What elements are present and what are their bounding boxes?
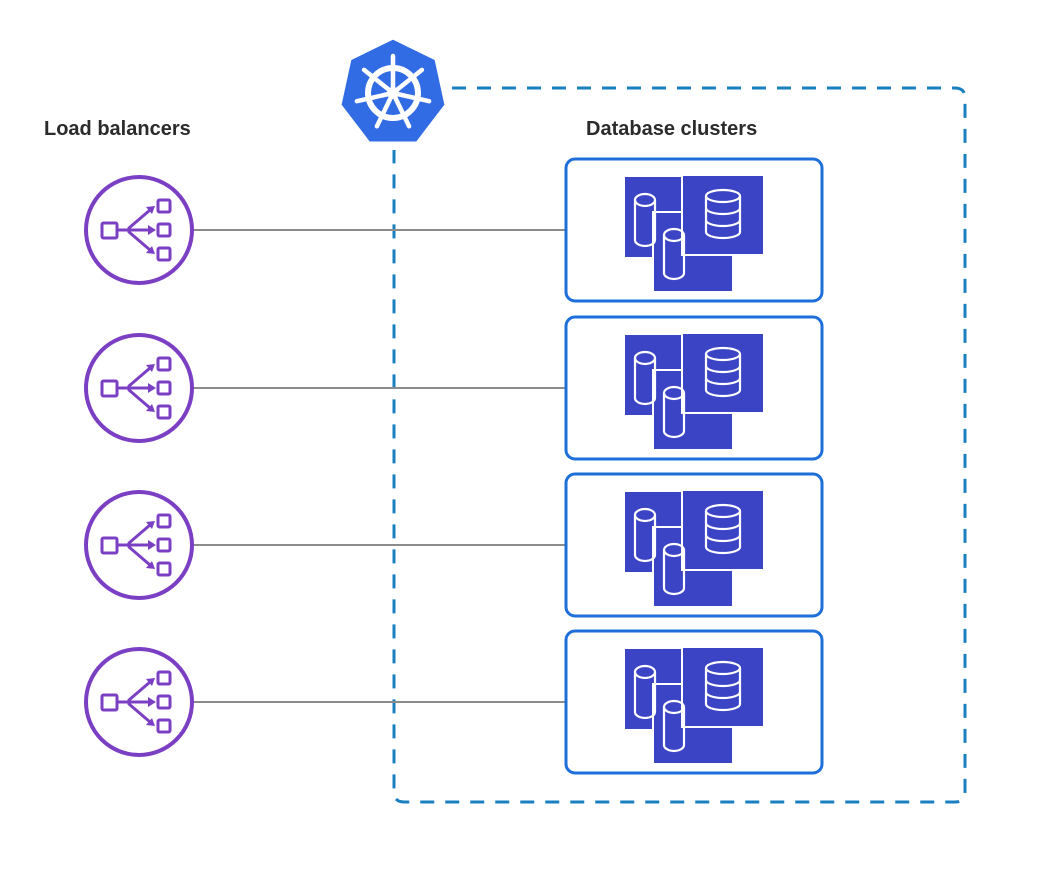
diagram-row	[84, 157, 824, 303]
load-balancer-icon	[84, 175, 194, 285]
load-balancer-icon	[84, 490, 194, 600]
diagram-row	[84, 315, 824, 461]
load-balancer-4[interactable]	[84, 647, 194, 757]
kubernetes-logo-icon	[338, 36, 448, 145]
diagram-row	[84, 629, 824, 775]
load-balancer-1[interactable]	[84, 175, 194, 285]
load-balancer-icon	[84, 333, 194, 443]
database-cluster-3[interactable]	[564, 472, 824, 618]
load-balancers-heading: Load balancers	[44, 118, 191, 140]
load-balancer-2[interactable]	[84, 333, 194, 443]
database-clusters-heading: Database clusters	[586, 118, 757, 140]
database-stack-icon	[623, 646, 765, 765]
database-stack-icon	[623, 489, 765, 608]
database-stack-icon	[623, 174, 765, 293]
diagram-row	[84, 472, 824, 618]
database-cluster-2[interactable]	[564, 315, 824, 461]
database-cluster-4[interactable]	[564, 629, 824, 775]
database-cluster-1[interactable]	[564, 157, 824, 303]
kubernetes-cluster-boundary	[392, 86, 967, 804]
database-stack-icon	[623, 332, 765, 451]
load-balancer-3[interactable]	[84, 490, 194, 600]
rows	[84, 157, 824, 775]
load-balancer-icon	[84, 647, 194, 757]
